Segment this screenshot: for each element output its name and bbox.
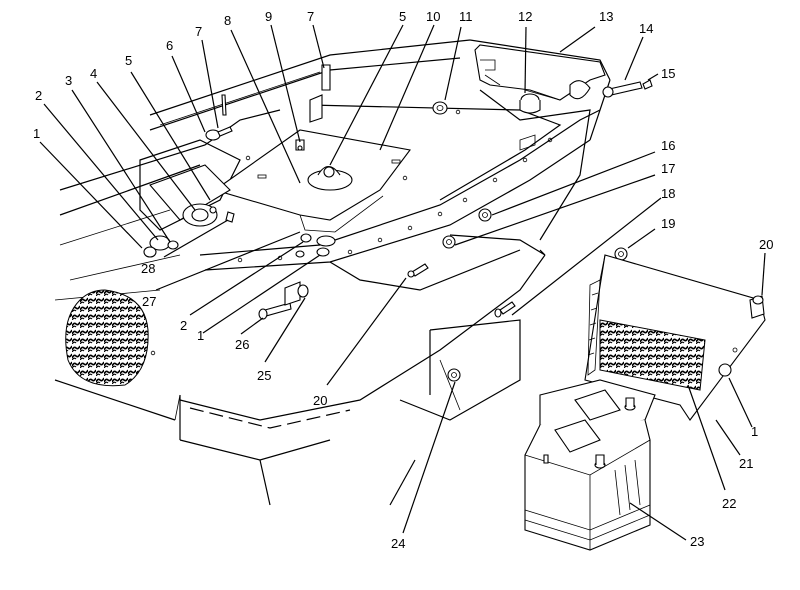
- callout-label: 8: [224, 13, 231, 28]
- callout-label: 20: [313, 393, 327, 408]
- callout-label: 20: [759, 237, 773, 252]
- callout-label: 1: [197, 328, 204, 343]
- callout-label: 7: [195, 24, 202, 39]
- callout-label: 4: [90, 66, 97, 81]
- callout-label: 26: [235, 337, 249, 352]
- callout-label: 28: [141, 261, 155, 276]
- callout-label: 5: [399, 9, 406, 24]
- callout-label: 22: [722, 496, 736, 511]
- callout-label: 18: [661, 186, 675, 201]
- bolt-25-26: [258, 281, 309, 320]
- hinge-bracket: [474, 44, 653, 151]
- callout-label: 27: [142, 294, 156, 309]
- callout-label: 11: [459, 9, 473, 24]
- battery: [524, 379, 656, 551]
- callout-label: 19: [661, 216, 675, 231]
- callout-label: 25: [257, 368, 271, 383]
- callout-label: 15: [661, 66, 675, 81]
- callout-labels: 1 2 3 4 5 6 7 8 9 7 5 10 11 12 13 14 15 …: [33, 9, 773, 551]
- callout-label: 2: [180, 318, 187, 333]
- callout-label: 1: [33, 126, 40, 141]
- callout-label: 2: [35, 88, 42, 103]
- nuts: [432, 101, 628, 382]
- callout-label: 17: [661, 161, 675, 176]
- callout-label: 21: [739, 456, 753, 471]
- callout-label: 9: [265, 9, 272, 24]
- callout-label: 14: [639, 21, 653, 36]
- round-grille: [65, 289, 149, 387]
- leader-lines: [39, 24, 766, 541]
- callout-label: 16: [661, 138, 675, 153]
- callout-label: 23: [690, 534, 704, 549]
- tray-vent: [599, 319, 706, 391]
- callout-label: 3: [65, 73, 72, 88]
- callout-label: 10: [426, 9, 440, 24]
- callout-label: 6: [166, 38, 173, 53]
- callout-label: 7: [307, 9, 314, 24]
- mount-plate: [213, 129, 411, 233]
- callout-label: 5: [125, 53, 132, 68]
- isolator-mount: [143, 94, 233, 258]
- callout-label: 24: [391, 536, 405, 551]
- callout-label: 13: [599, 9, 613, 24]
- callout-label: 12: [518, 9, 532, 24]
- bolts-20-18: [407, 263, 516, 318]
- callout-label: 1: [751, 424, 758, 439]
- plate-hardware: [225, 64, 336, 258]
- battery-tray: [584, 254, 766, 421]
